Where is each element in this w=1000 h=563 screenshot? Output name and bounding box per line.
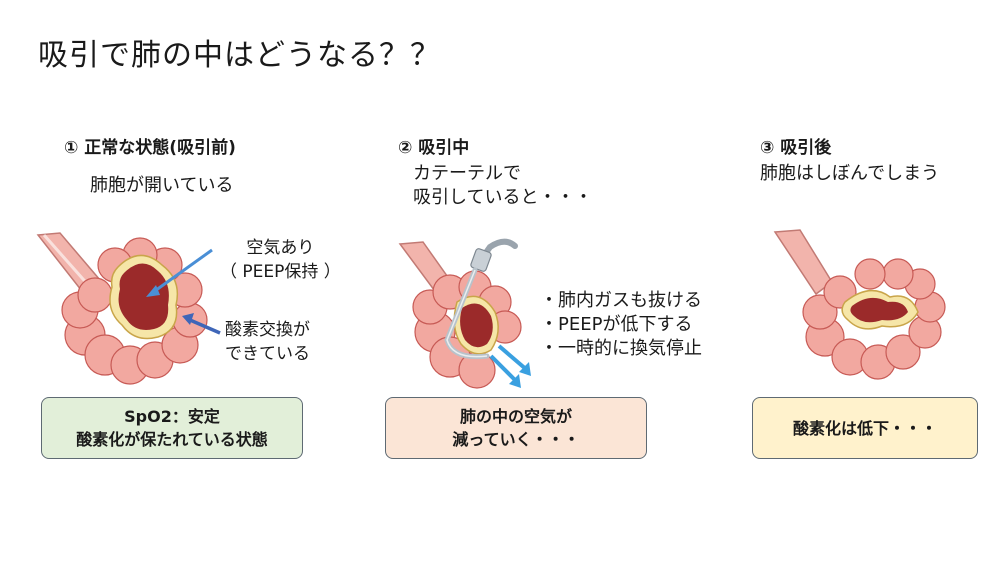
status-line: 酸素化が保たれている状態 (76, 430, 268, 449)
status-line: SpO2：安定 (124, 407, 220, 426)
step-1-status-box: SpO2：安定 酸素化が保たれている状態 (41, 397, 303, 459)
status-line: 肺の中の空気が (459, 407, 572, 426)
step-3-status-box: 酸素化は低下・・・ (752, 397, 978, 459)
effect-item: ・一時的に換気停止 (540, 338, 702, 359)
exchange-label-line: 酸素交換が (225, 320, 310, 340)
step-3-description-line: 肺胞はしぼんでしまう (760, 163, 940, 184)
step-3-heading: ③ 吸引後 (760, 138, 832, 158)
step-2-description: カテーテルで 吸引していると・・・ (413, 162, 592, 210)
effect-item: ・肺内ガスも抜ける (540, 290, 702, 311)
step-1-description: 肺胞が開いている (90, 174, 233, 198)
collapsed-alveoli-illustration (773, 229, 946, 380)
suction-effects-list: ・肺内ガスも抜ける ・PEEPが低下する ・一時的に換気停止 (540, 289, 702, 361)
effect-item: ・PEEPが低下する (540, 314, 693, 335)
air-present-label: 空気あり （ PEEP保持 ） (220, 236, 341, 284)
status-line: 減っていく・・・ (452, 430, 580, 449)
step-2-status-box: 肺の中の空気が 減っていく・・・ (385, 397, 647, 459)
step-1-description-line: 肺胞が開いている (90, 175, 234, 196)
peep-label-line: （ PEEP保持 ） (220, 262, 341, 282)
status-line: 酸素化は低下・・・ (792, 418, 937, 438)
suction-alveoli-illustration (398, 238, 531, 389)
step-2-description-line: カテーテルで (413, 163, 521, 184)
normal-alveoli-illustration (36, 232, 221, 385)
air-label-line: 空気あり (246, 238, 315, 258)
step-2-description-line: 吸引していると・・・ (413, 187, 593, 208)
step-1-heading: ① 正常な状態(吸引前) (64, 138, 236, 158)
step-3-description: 肺胞はしぼんでしまう (760, 162, 939, 186)
step-2-heading: ② 吸引中 (398, 138, 470, 158)
oxygen-exchange-label: 酸素交換が できている (225, 318, 310, 366)
page-title: 吸引で肺の中はどうなる？？ (38, 38, 441, 73)
exchange-label-line: できている (225, 344, 310, 364)
